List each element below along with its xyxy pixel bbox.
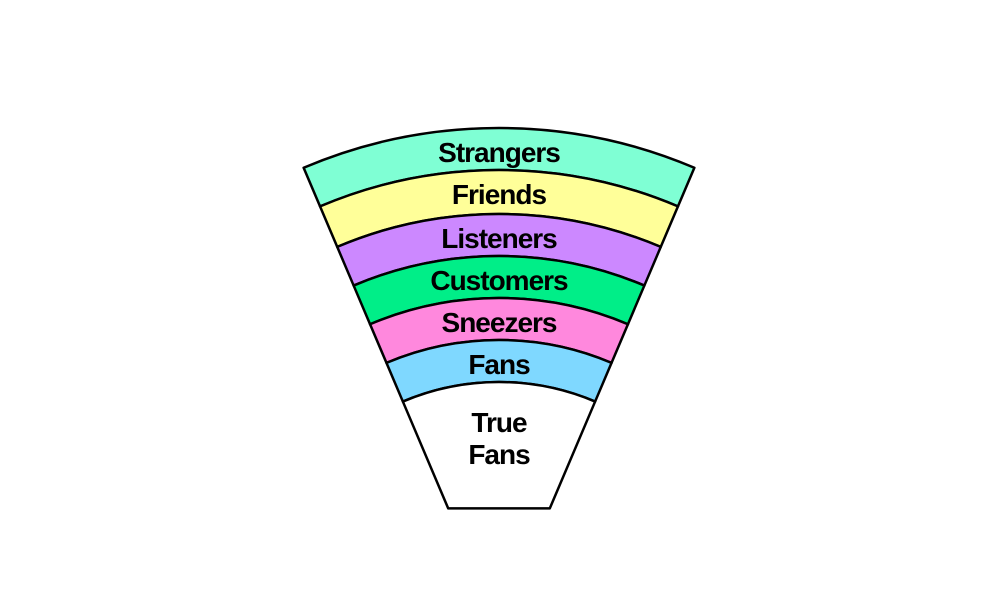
funnel-band: [401, 380, 597, 510]
funnel-stage-listeners: Listeners: [335, 212, 663, 287]
funnel-band-label: Friends: [452, 179, 547, 210]
funnel-stage-customers: Customers: [352, 254, 646, 326]
funnel-band-label: Listeners: [441, 223, 557, 254]
funnel-band-label: Customers: [430, 265, 568, 296]
funnel-band-label: Fans: [468, 349, 530, 380]
funnel-stage-friends: Friends: [318, 168, 680, 249]
funnel-stage-fans: Fans: [385, 338, 613, 403]
funnel-stage-strangers: Strangers: [302, 126, 696, 208]
funnel-band-label: Sneezers: [442, 307, 557, 338]
funnel-band-label: Strangers: [438, 137, 560, 168]
